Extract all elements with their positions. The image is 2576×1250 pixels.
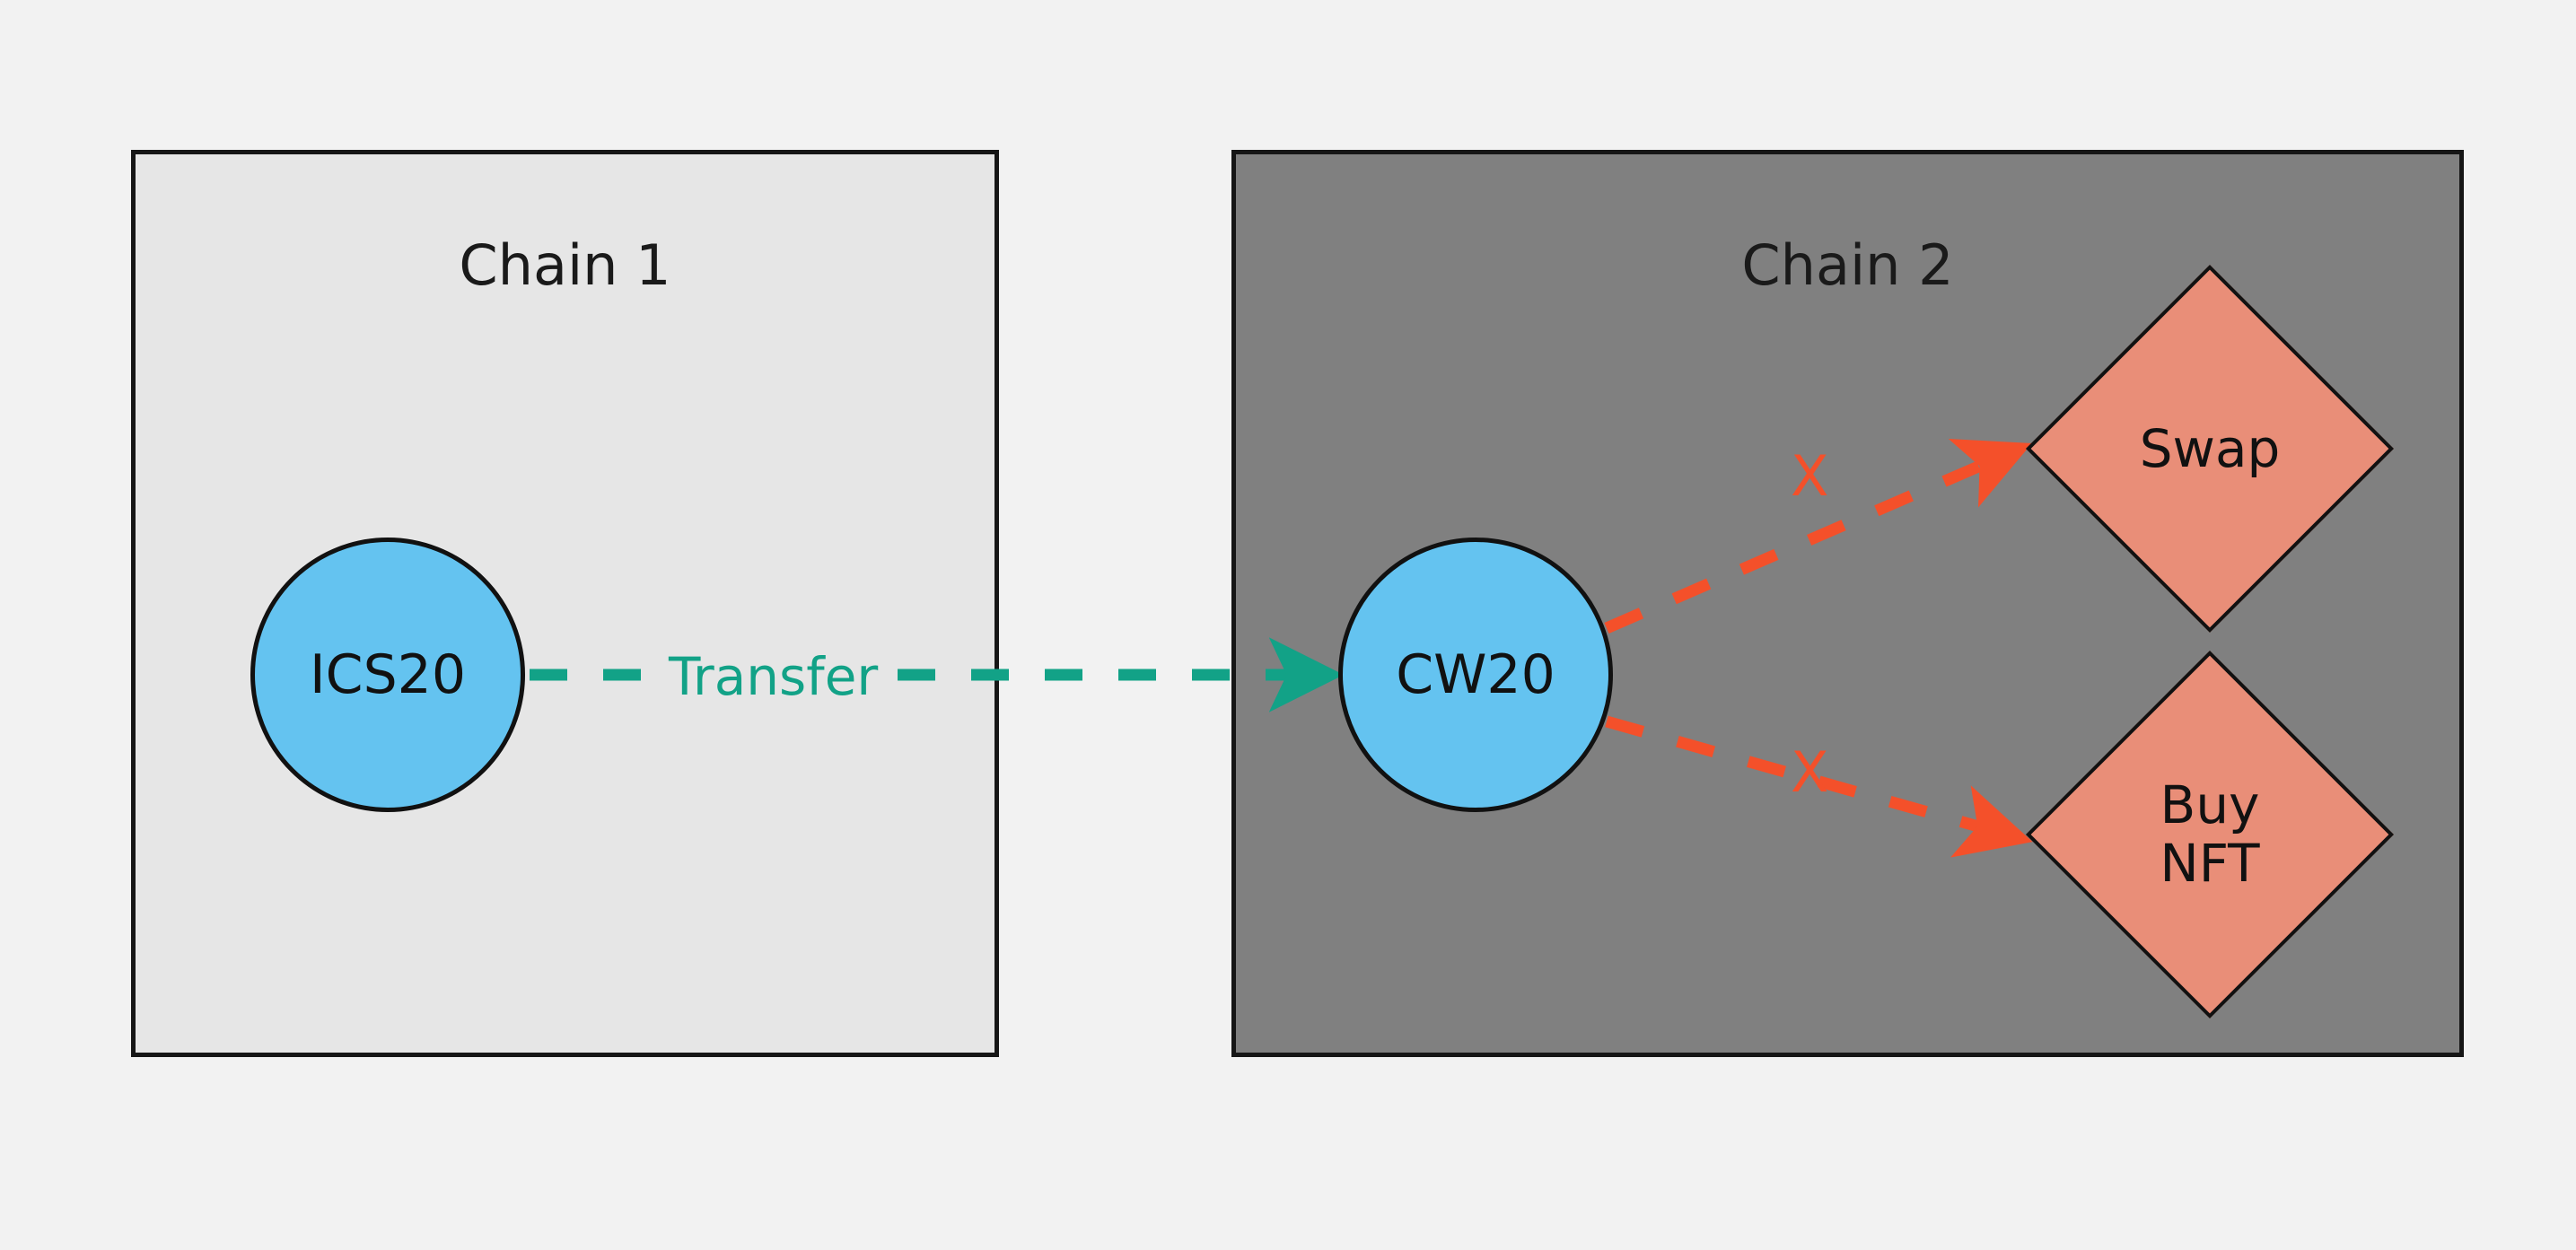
node-ics20-label: ICS20 <box>309 643 467 706</box>
node-cw20-label: CW20 <box>1396 643 1555 706</box>
edge-transfer-label: Transfer <box>660 648 888 705</box>
container-chain-1-title: Chain 1 <box>459 232 671 298</box>
container-chain-2-title: Chain 2 <box>1741 232 1954 298</box>
edge-cw20-to-buy-nft-label: X <box>1791 739 1829 805</box>
node-cw20[interactable]: CW20 <box>1338 538 1613 812</box>
node-swap-label: Swap <box>2139 417 2281 479</box>
node-swap[interactable]: Swap <box>2025 264 2395 634</box>
node-ics20[interactable]: ICS20 <box>250 538 525 812</box>
node-buy-nft[interactable]: Buy NFT <box>2025 650 2395 1019</box>
container-chain-1: Chain 1 <box>131 150 999 1057</box>
node-buy-nft-label-line-1: Buy <box>2160 774 2260 836</box>
node-swap-label-line-1: Swap <box>2139 417 2281 479</box>
node-buy-nft-label: Buy NFT <box>2160 776 2259 893</box>
edge-cw20-to-swap-label: X <box>1791 443 1829 509</box>
node-buy-nft-label-line-2: NFT <box>2160 833 2260 894</box>
